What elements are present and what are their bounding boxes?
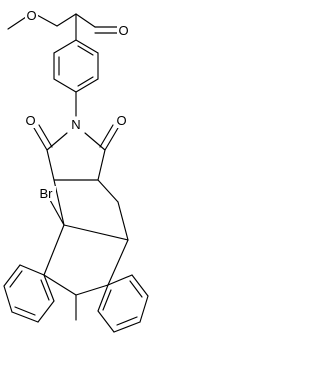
left-benzo-ring [3, 264, 55, 323]
imide-nitrogen-label: N [71, 117, 80, 132]
ester-carbonyl-oxygen-label: O [118, 23, 128, 38]
bromine-label: Br [40, 186, 54, 201]
imide-carbonyl-oxygen-left-label: O [25, 113, 35, 128]
succinimide-ring [33, 124, 119, 181]
ester-ether-oxygen-label: O [26, 8, 36, 23]
structure-canvas: O O N O O Br [3, 8, 149, 333]
methyl-ester-group [7, 13, 118, 41]
bromine-bond [49, 199, 65, 226]
molecule-drawing: O O N O O Br [3, 8, 149, 333]
imide-carbonyl-oxygen-right-label: O [116, 113, 126, 128]
atom-labels: O O N O O Br [24, 8, 130, 201]
benzoate-ring [53, 39, 99, 93]
right-benzo-ring [97, 274, 149, 333]
ethano-bridge [43, 179, 129, 321]
